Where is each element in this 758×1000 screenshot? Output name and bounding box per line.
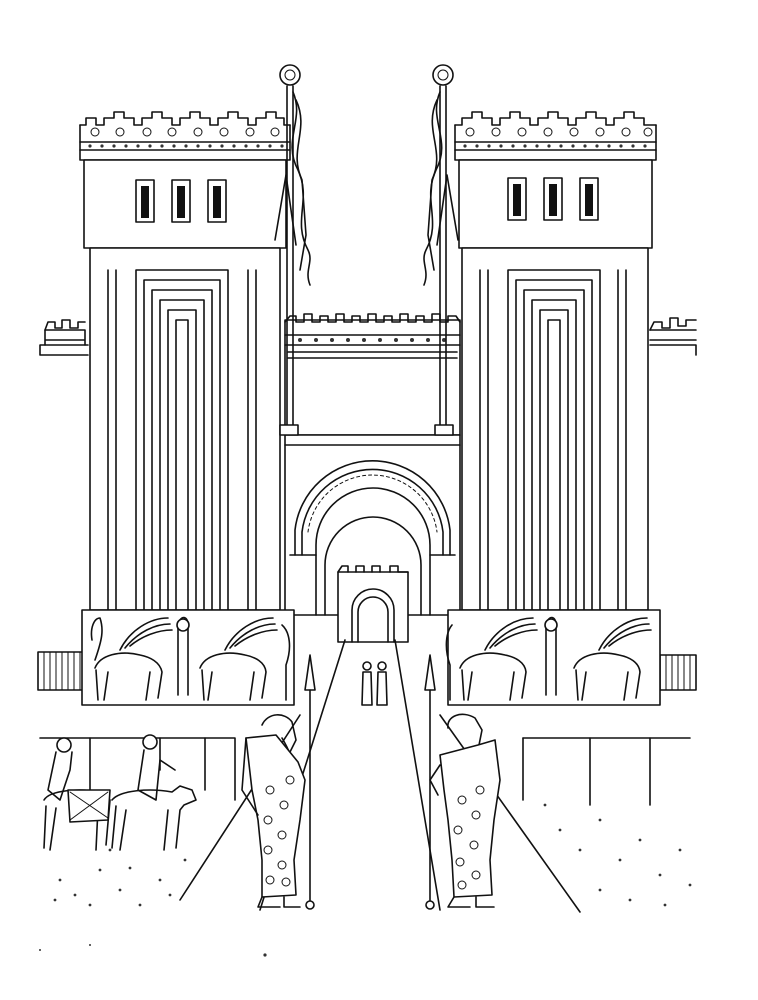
left-guard — [241, 654, 316, 910]
right-tower — [454, 111, 657, 611]
right-side-wall — [649, 317, 697, 691]
right-guard — [424, 654, 501, 910]
right-lamassu-relief — [445, 609, 661, 706]
left-banner-pole — [274, 64, 311, 436]
distant-walkers — [361, 661, 388, 706]
travellers-with-donkeys — [43, 734, 197, 851]
left-side-wall — [37, 319, 89, 691]
left-lamassu-relief — [81, 609, 295, 706]
left-tower — [79, 111, 291, 611]
right-banner-pole — [423, 64, 459, 436]
central-gatehouse — [284, 313, 461, 643]
